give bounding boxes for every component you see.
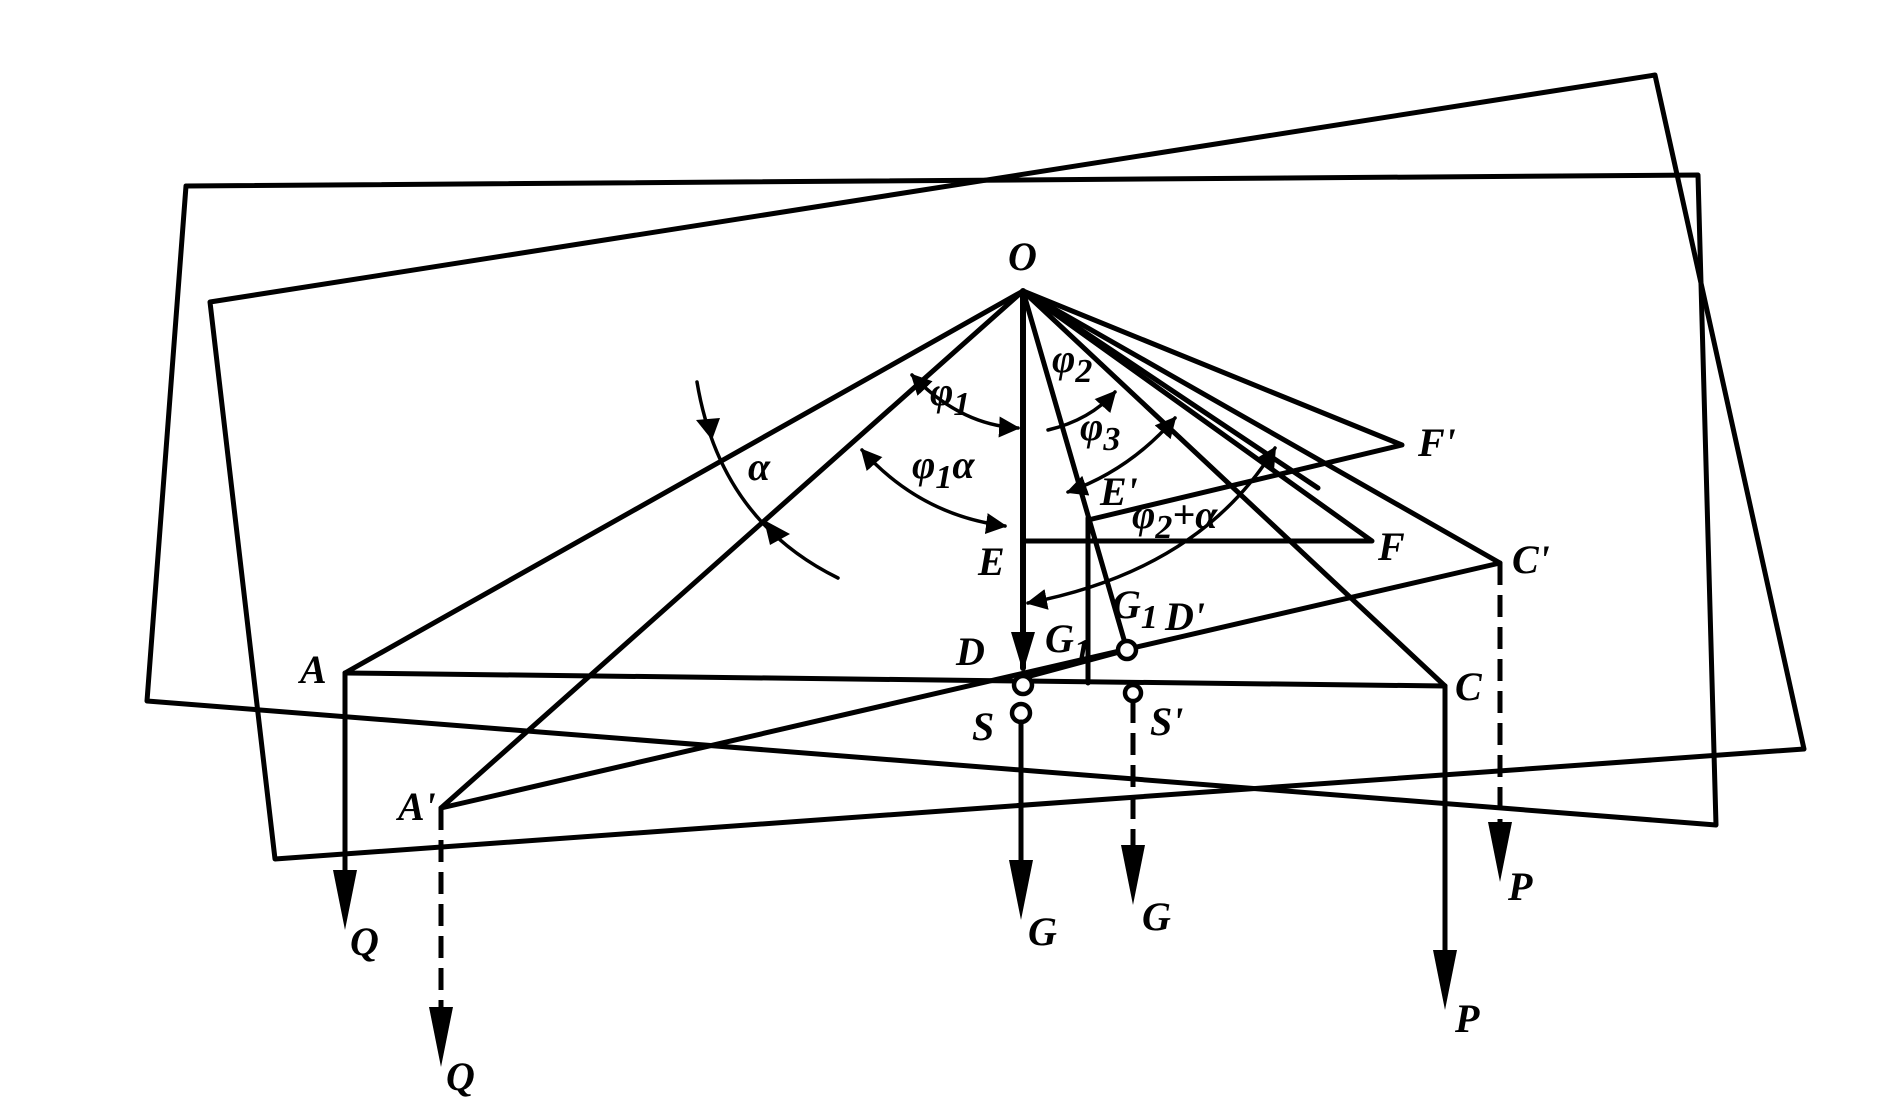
label-Q: Q	[350, 919, 379, 964]
pivot-D	[1011, 673, 1035, 697]
beam-line-rotated	[438, 560, 1503, 811]
force-G-prime-arrowhead	[1121, 845, 1145, 905]
label-G1-center: G1	[1045, 616, 1091, 670]
pivot-D-prime	[1115, 638, 1139, 662]
angle-arc-phi1	[910, 373, 1021, 438]
pivot-S	[1009, 701, 1033, 725]
frame-rectangle-original	[144, 172, 1719, 828]
label-E-prime: E'	[1099, 469, 1138, 514]
angle-arc-alpha	[695, 380, 840, 580]
angle-alpha-arrow-bottom	[764, 520, 790, 545]
label-F-prime: F'	[1417, 420, 1456, 465]
label-G: G	[1028, 909, 1057, 954]
label-C: C	[1455, 664, 1483, 709]
beam-line-original	[342, 670, 1448, 689]
label-A-prime: A'	[395, 784, 436, 829]
frame-rectangle-rotated	[207, 72, 1807, 862]
force-P-prime-arrowhead	[1488, 822, 1512, 882]
label-D-prime: D'	[1164, 594, 1205, 639]
force-Q-arrowhead	[333, 870, 357, 930]
label-C-prime: C'	[1512, 537, 1550, 582]
force-Q-prime-arrowhead	[429, 1007, 453, 1067]
label-phi3: φ3	[1080, 404, 1120, 458]
label-D: D	[955, 629, 985, 674]
label-E: E	[977, 539, 1005, 584]
angle-arc-phi2-alpha	[1025, 446, 1277, 610]
label-G1-right: G1	[1112, 582, 1158, 636]
label-G-shifted: G	[1142, 894, 1171, 939]
pivot-S-prime	[1122, 682, 1144, 704]
label-S: S	[972, 704, 994, 749]
label-A: A	[297, 647, 327, 692]
ray-O-phi3	[1020, 288, 1321, 491]
label-phi1: φ1	[930, 369, 970, 423]
arm-OA	[342, 288, 1026, 676]
label-phi2-alpha: φ2+α	[1132, 492, 1218, 546]
pendulum-arrowhead-D	[1011, 632, 1035, 672]
connector-D-D-prime	[1020, 647, 1130, 681]
angle-alpha-arrow-top	[696, 418, 720, 440]
arm-OC-prime	[1020, 288, 1503, 566]
force-G-arrowhead	[1009, 860, 1033, 920]
angle-arc-phi2	[1046, 390, 1117, 432]
label-F: F	[1377, 524, 1405, 569]
label-O: O	[1008, 234, 1037, 279]
label-phi2: φ2	[1052, 336, 1092, 390]
label-alpha: α	[748, 444, 771, 489]
force-P-arrowhead	[1433, 950, 1457, 1010]
label-P: P	[1454, 996, 1480, 1041]
label-S-prime: S'	[1150, 699, 1183, 744]
label-Q-prime: Q	[446, 1054, 475, 1099]
angle-arc-phi1-alpha	[860, 448, 1008, 534]
label-phi1-alpha: φ1α	[912, 442, 975, 496]
label-P-prime: P	[1507, 864, 1533, 909]
